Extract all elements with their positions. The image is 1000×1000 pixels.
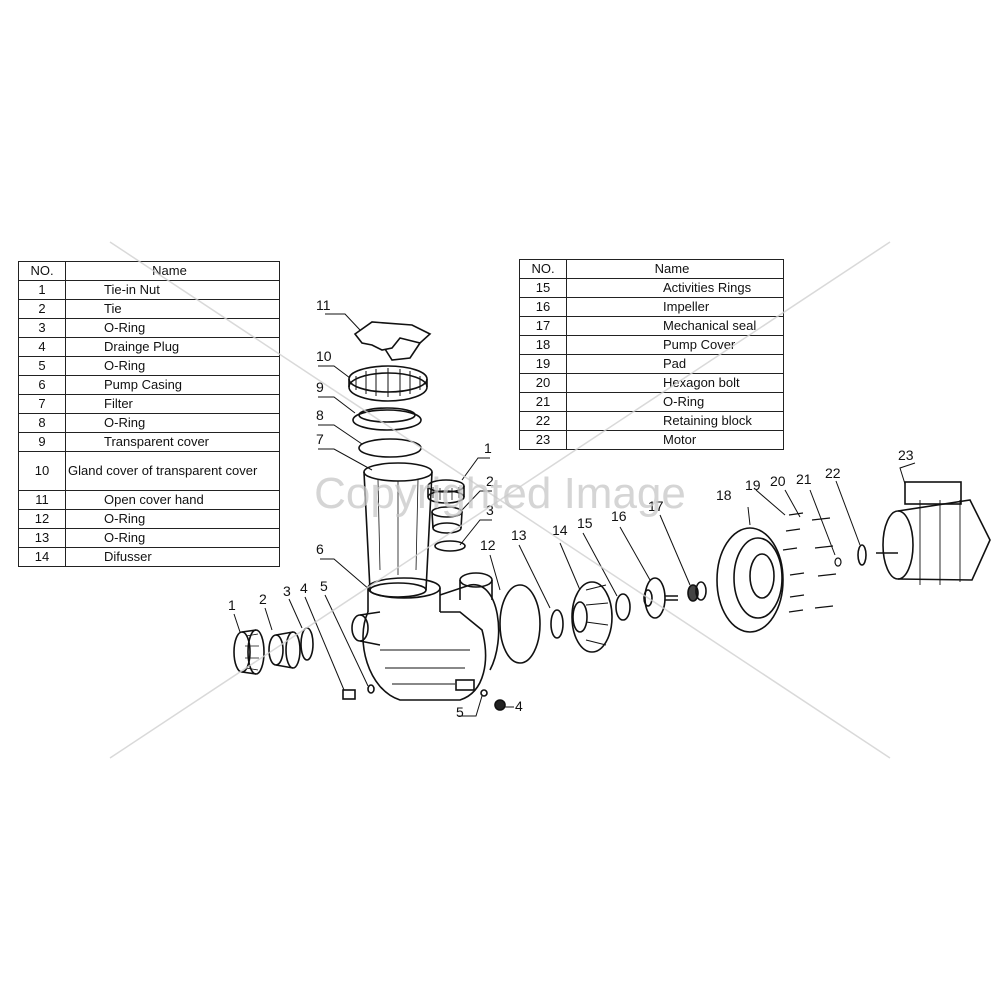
callout-3-top: 3 bbox=[486, 502, 494, 518]
row-no: 14 bbox=[18, 547, 66, 567]
callout-3-left: 3 bbox=[283, 583, 291, 599]
part-gland-cover bbox=[348, 365, 428, 402]
row-name: Open cover hand bbox=[65, 490, 280, 510]
row-name: O-Ring bbox=[65, 528, 280, 548]
row-no: 11 bbox=[18, 490, 66, 510]
part-drainage-plug-bottom bbox=[494, 699, 506, 711]
callout-4-left: 4 bbox=[300, 580, 308, 596]
row-name: Drainge Plug bbox=[65, 337, 280, 357]
callout-9: 9 bbox=[316, 379, 324, 395]
part-oring-13 bbox=[550, 609, 564, 639]
part-open-cover-handle bbox=[353, 321, 432, 361]
callout-4-bottom: 4 bbox=[515, 698, 523, 714]
part-tie-in-nut-left bbox=[233, 629, 265, 675]
callout-5-bottom: 5 bbox=[456, 704, 464, 720]
callout-6: 6 bbox=[316, 541, 324, 557]
part-filter-basket bbox=[363, 462, 433, 598]
callout-13: 13 bbox=[511, 527, 527, 543]
callout-1-left: 1 bbox=[228, 597, 236, 613]
part-oring-5-left bbox=[367, 684, 375, 694]
row-name: Pad bbox=[566, 354, 784, 374]
callout-2-left: 2 bbox=[259, 591, 267, 607]
callout-11: 11 bbox=[316, 297, 331, 313]
part-activities-ring bbox=[615, 593, 631, 621]
row-name: Gland cover of transparent cover bbox=[65, 451, 280, 491]
callout-labels: 11 10 9 8 7 1 2 3 6 1 2 3 4 5 5 4 12 13 … bbox=[228, 297, 914, 720]
row-name: Pump Cover bbox=[566, 335, 784, 355]
callout-2-top: 2 bbox=[486, 473, 494, 489]
row-name: Motor bbox=[566, 430, 784, 450]
row-name: Transparent cover bbox=[65, 432, 280, 452]
callout-22: 22 bbox=[825, 465, 841, 481]
row-no: 21 bbox=[519, 392, 567, 412]
callout-12: 12 bbox=[480, 537, 496, 553]
callout-23: 23 bbox=[898, 447, 914, 463]
callout-1-top: 1 bbox=[484, 440, 492, 456]
watermark: Copyrighted Image bbox=[109, 241, 891, 759]
row-no: 20 bbox=[519, 373, 567, 393]
row-no: 22 bbox=[519, 411, 567, 431]
callout-19: 19 bbox=[745, 477, 761, 493]
row-no: 18 bbox=[519, 335, 567, 355]
callout-10: 10 bbox=[316, 348, 332, 364]
callout-21: 21 bbox=[796, 471, 812, 487]
callout-5-left: 5 bbox=[320, 578, 328, 594]
part-drainage-plug-left bbox=[342, 689, 356, 700]
callout-8: 8 bbox=[316, 407, 324, 423]
callout-14: 14 bbox=[552, 522, 568, 538]
part-retaining-block bbox=[857, 544, 867, 566]
part-motor bbox=[876, 481, 991, 585]
callout-7: 7 bbox=[316, 431, 324, 447]
part-mechanical-seal bbox=[687, 581, 707, 602]
callout-18: 18 bbox=[716, 487, 732, 503]
row-no: 23 bbox=[519, 430, 567, 450]
part-tie-left bbox=[268, 631, 301, 669]
part-oring-3-left bbox=[300, 627, 314, 661]
part-tie-in-nut-top bbox=[427, 479, 465, 504]
callout-16: 16 bbox=[611, 508, 627, 524]
callout-17: 17 bbox=[648, 498, 664, 514]
part-bolts bbox=[782, 512, 842, 613]
part-transparent-cover bbox=[352, 407, 422, 431]
part-oring-12 bbox=[499, 584, 541, 664]
part-oring-3-top bbox=[434, 540, 466, 552]
row-name: O-Ring bbox=[65, 356, 280, 376]
watermark-text: Copyrighted Image bbox=[314, 469, 686, 518]
row-no: 10 bbox=[18, 451, 66, 491]
part-impeller bbox=[643, 577, 678, 619]
callout-15: 15 bbox=[577, 515, 593, 531]
leader-lines bbox=[233, 313, 916, 717]
row-name: O-Ring bbox=[65, 509, 280, 529]
row-name: Difusser bbox=[65, 547, 280, 567]
part-pump-cover bbox=[716, 527, 784, 633]
part-oring-5-bottom bbox=[480, 689, 488, 697]
callout-20: 20 bbox=[770, 473, 786, 489]
part-diffuser bbox=[571, 581, 613, 653]
